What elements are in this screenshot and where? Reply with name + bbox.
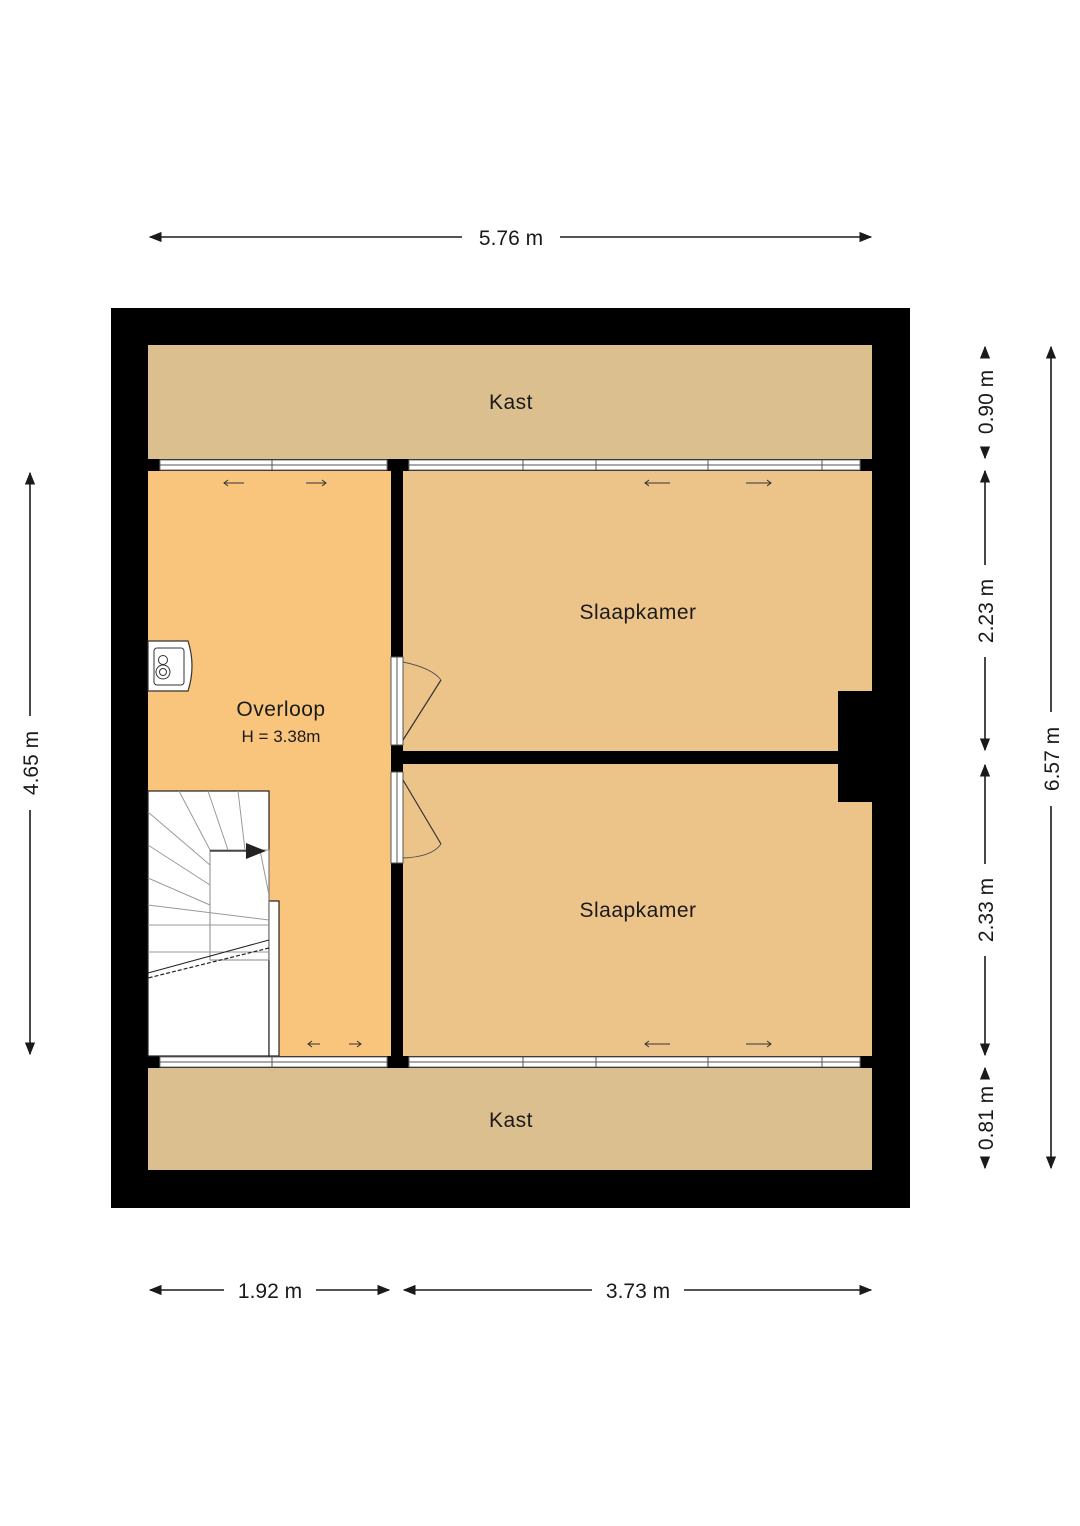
dimension-kast-top-depth: 0.90 m bbox=[975, 345, 998, 460]
wall-post bbox=[860, 459, 872, 471]
dimension-label: 0.81 m bbox=[975, 1086, 998, 1150]
room-kast-top bbox=[148, 345, 872, 459]
room-slaapkamer-top bbox=[403, 471, 872, 751]
staircase bbox=[147, 790, 280, 1057]
room-height-overloop: H = 3.38m bbox=[242, 727, 321, 746]
interior-wall bbox=[391, 863, 403, 1068]
wall-post bbox=[148, 459, 160, 471]
wall-post bbox=[148, 1056, 160, 1068]
room-label-slaapkamer-bottom: Slaapkamer bbox=[579, 899, 696, 922]
dimension-left-height: 4.65 m bbox=[20, 471, 43, 1056]
dimension-left-width: 1.92 m bbox=[148, 1280, 391, 1303]
room-label-kast-top: Kast bbox=[489, 391, 533, 414]
room-label-overloop: Overloop bbox=[236, 698, 325, 721]
door-slaapkamer-top bbox=[390, 656, 442, 746]
sliding-door-bottom bbox=[159, 1056, 861, 1068]
chimney bbox=[838, 691, 873, 802]
dimension-label: 2.23 m bbox=[975, 579, 998, 643]
dimension-label: 3.73 m bbox=[606, 1280, 670, 1303]
dimension-slaapkamer-bottom-depth: 2.33 m bbox=[975, 763, 998, 1057]
room-label-kast-bottom: Kast bbox=[489, 1109, 533, 1132]
room-label-slaapkamer-top: Slaapkamer bbox=[579, 601, 696, 624]
room-slaapkamer-bottom bbox=[403, 764, 872, 1056]
interior-wall bbox=[403, 751, 838, 764]
dimension-label: 1.92 m bbox=[238, 1280, 302, 1303]
dimension-right-width: 3.73 m bbox=[402, 1280, 873, 1303]
dimension-total-width: 5.76 m bbox=[148, 227, 873, 250]
interior-wall bbox=[391, 459, 403, 657]
interior-wall bbox=[391, 745, 403, 772]
sliding-door-top bbox=[159, 459, 861, 471]
dimension-kast-bottom-depth: 0.81 m bbox=[975, 1066, 998, 1170]
room-kast-bottom bbox=[148, 1068, 872, 1170]
dimension-slaapkamer-top-depth: 2.23 m bbox=[975, 469, 998, 752]
dimension-label: 5.76 m bbox=[479, 227, 543, 250]
dimension-total-height: 6.57 m bbox=[1041, 345, 1064, 1170]
boiler-icon bbox=[147, 640, 193, 692]
door-slaapkamer-bottom bbox=[390, 771, 442, 864]
wall-post bbox=[387, 1056, 409, 1068]
dimension-label: 0.90 m bbox=[975, 370, 998, 434]
slide-arrows bbox=[223, 479, 772, 1048]
dimension-label: 4.65 m bbox=[20, 731, 43, 795]
dimension-label: 2.33 m bbox=[975, 878, 998, 942]
wall-post bbox=[860, 1056, 872, 1068]
dimension-label: 6.57 m bbox=[1041, 727, 1064, 791]
wall-post bbox=[387, 459, 409, 471]
